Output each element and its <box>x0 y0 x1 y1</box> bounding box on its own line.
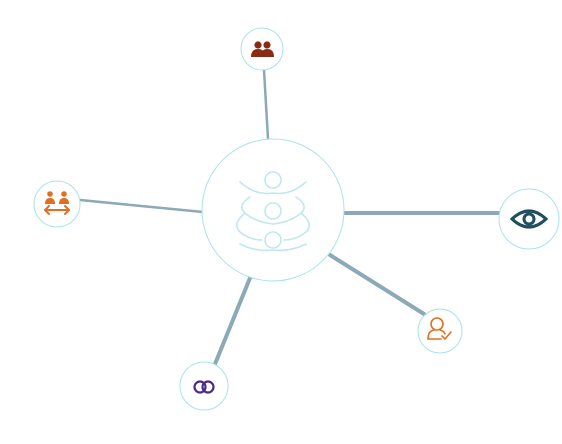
node-visibility[interactable] <box>498 188 560 250</box>
link-center-rings <box>213 276 252 366</box>
link-center-person-check <box>328 253 426 316</box>
node-rings[interactable] <box>179 361 229 411</box>
group-icon <box>251 41 274 57</box>
link-center-exchange <box>78 198 205 214</box>
node-center[interactable] <box>201 138 345 282</box>
people-exchange-icon <box>44 191 70 215</box>
interlocking-rings-icon <box>193 380 215 394</box>
node-exchange[interactable] <box>33 180 81 228</box>
person-check-icon <box>427 317 452 340</box>
node-group[interactable] <box>240 27 284 71</box>
node-person-check[interactable] <box>417 308 463 354</box>
eye-icon <box>509 209 549 229</box>
link-center-group <box>262 68 270 141</box>
unity-people-icon <box>236 171 310 252</box>
links <box>78 68 501 366</box>
